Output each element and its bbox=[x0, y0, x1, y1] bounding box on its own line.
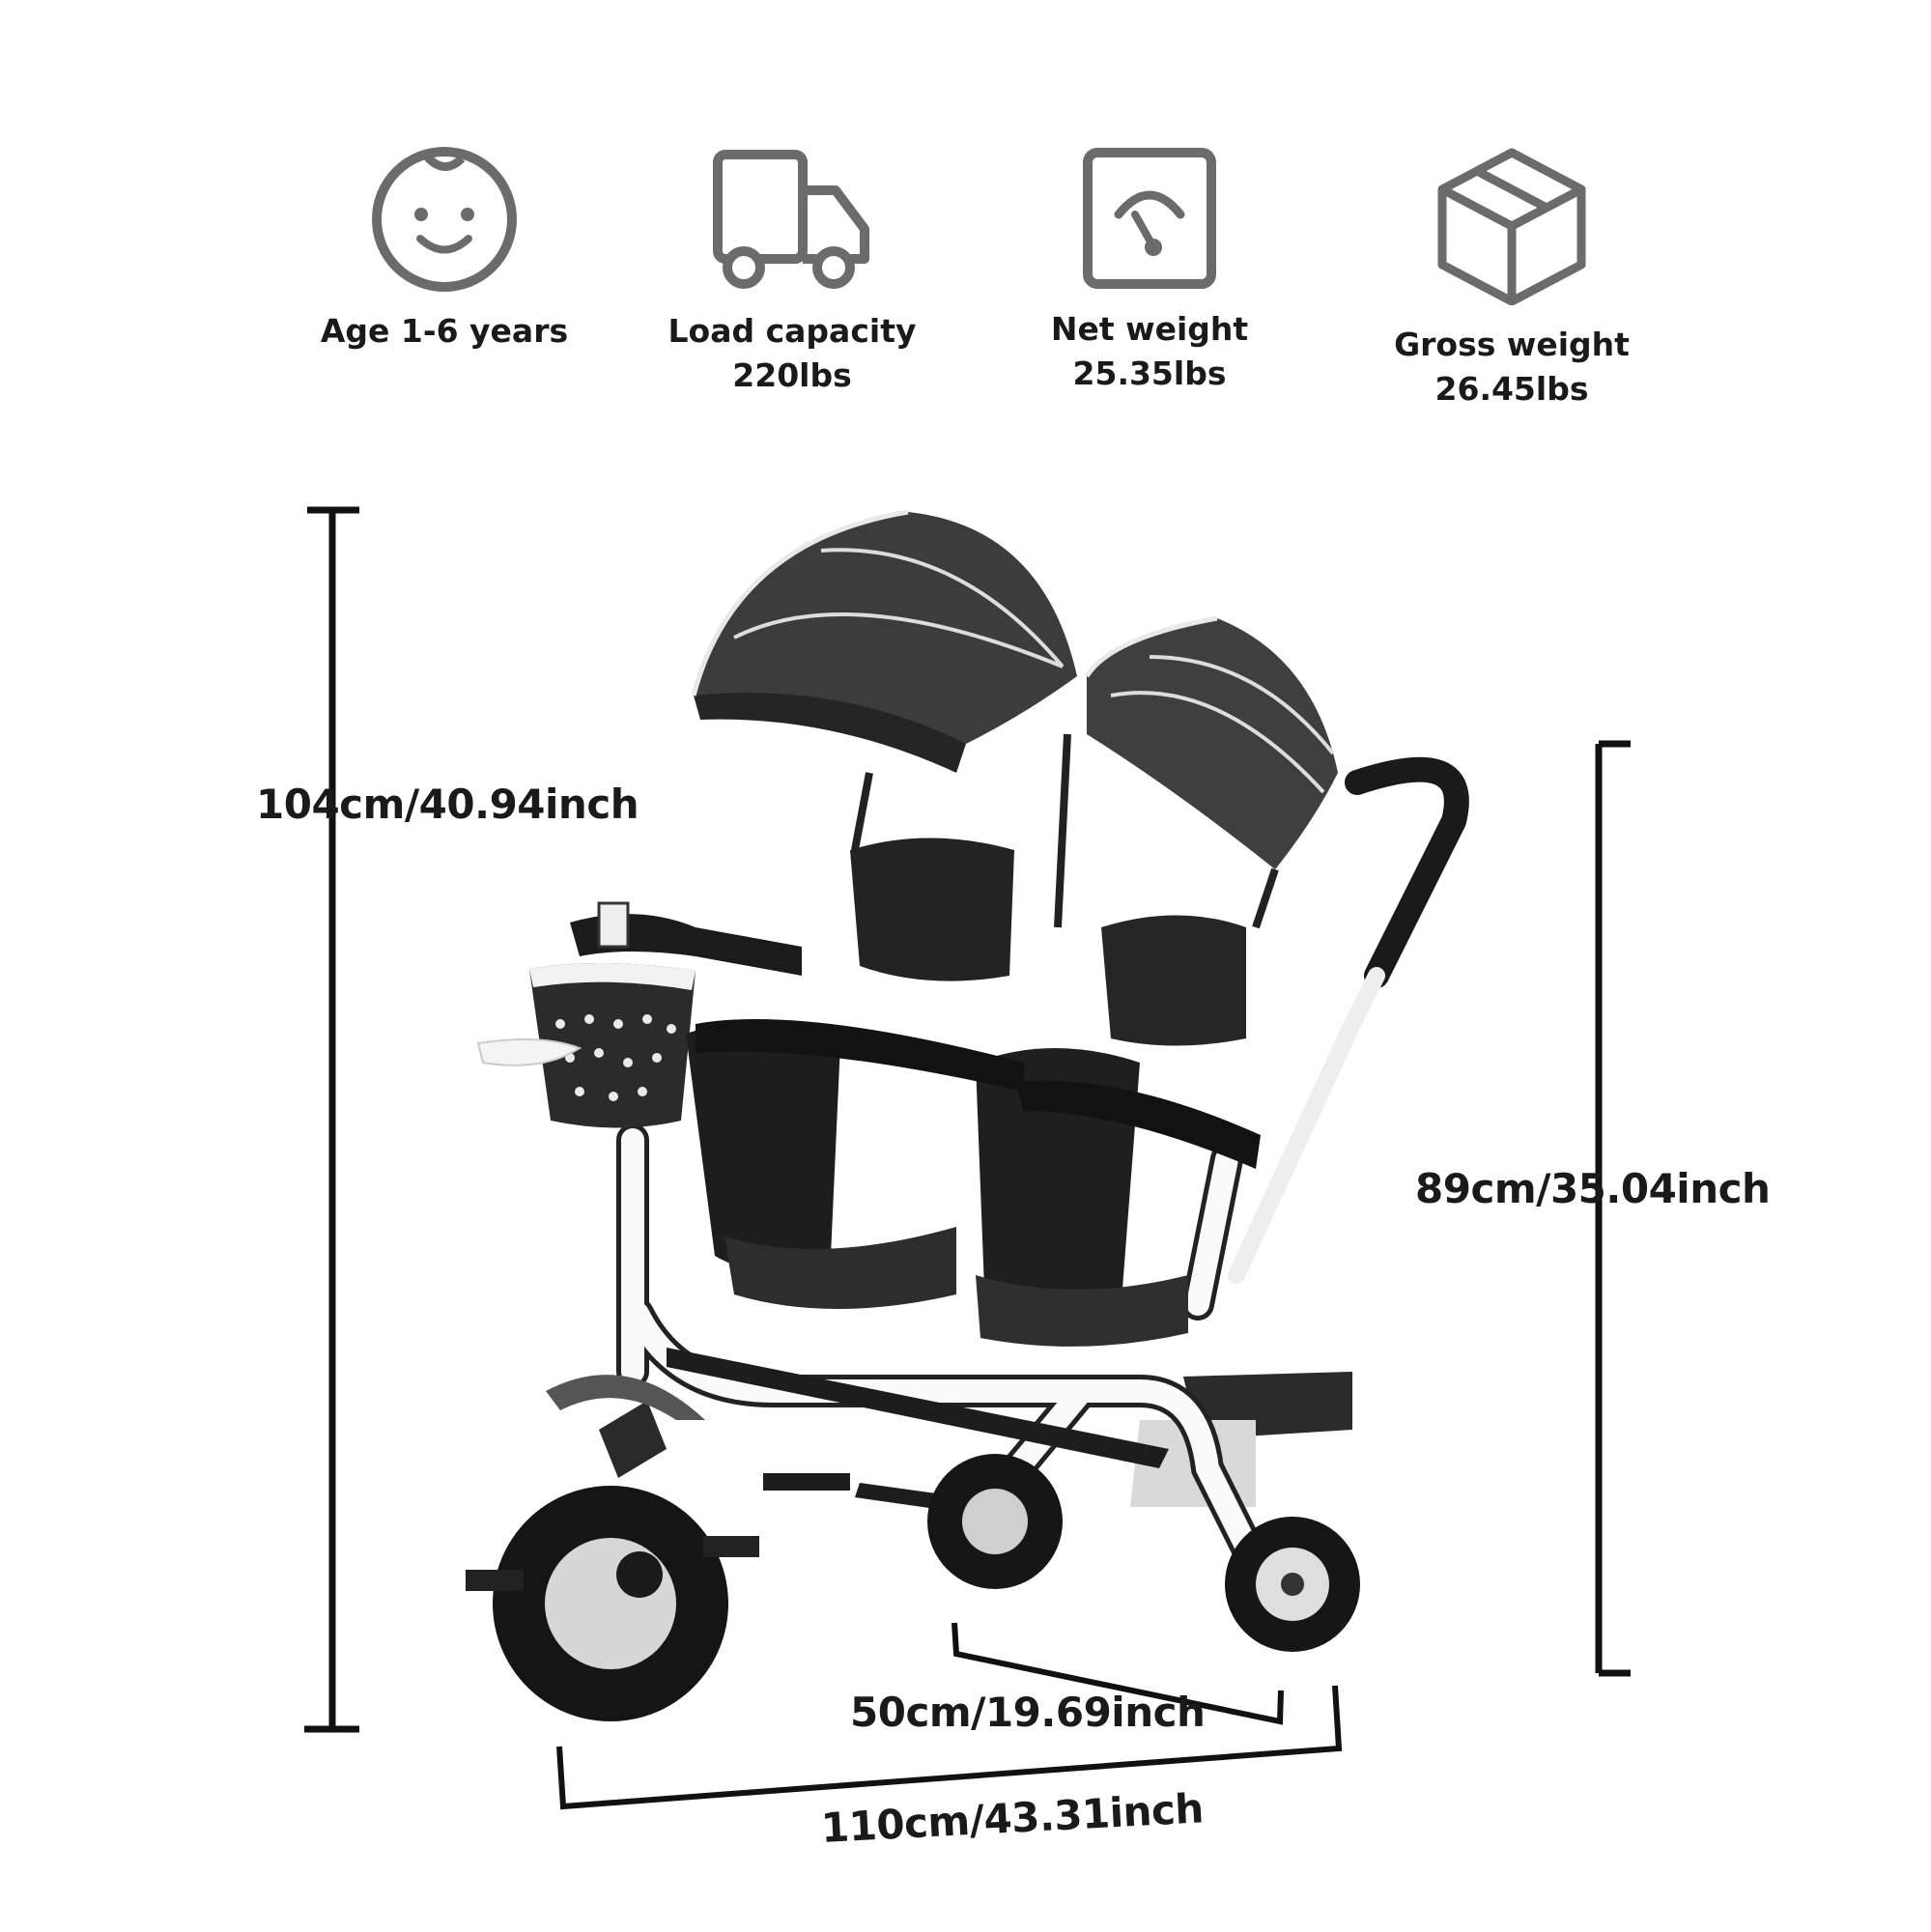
spec-load-value: 220lbs bbox=[732, 356, 852, 394]
spec-age: Age 1-6 years bbox=[319, 147, 570, 354]
rear-width-label: 50cm/19.69inch bbox=[850, 1689, 1206, 1736]
spec-gross-label: Gross weight bbox=[1394, 326, 1630, 363]
spec-gross-weight: Gross weight 26.45lbs bbox=[1381, 147, 1642, 412]
spec-net-label: Net weight bbox=[1050, 310, 1249, 348]
scale-icon bbox=[1083, 148, 1216, 289]
overall-height-label: 104cm/40.94inch bbox=[256, 781, 639, 828]
box-icon bbox=[1437, 148, 1586, 305]
spec-gross-value: 26.45lbs bbox=[1434, 370, 1589, 408]
handle-height-dimension-line bbox=[1595, 740, 1631, 1677]
twin-trike bbox=[466, 509, 1469, 1721]
baby-face-icon bbox=[372, 147, 517, 292]
truck-icon bbox=[713, 150, 869, 289]
spec-load-label: Load capacity bbox=[667, 312, 917, 350]
length-dimension-line bbox=[556, 1685, 1343, 1810]
handle-height-label: 89cm/35.04inch bbox=[1415, 1165, 1771, 1212]
rear-width-dimension-line bbox=[951, 1622, 1284, 1725]
height-dimension-line bbox=[304, 506, 359, 1733]
spec-net-weight: Net weight 25.35lbs bbox=[1024, 147, 1275, 396]
spec-net-value: 25.35lbs bbox=[1072, 355, 1227, 392]
spec-load-capacity: Load capacity 220lbs bbox=[667, 147, 918, 398]
spec-age-label: Age 1-6 years bbox=[320, 312, 569, 350]
